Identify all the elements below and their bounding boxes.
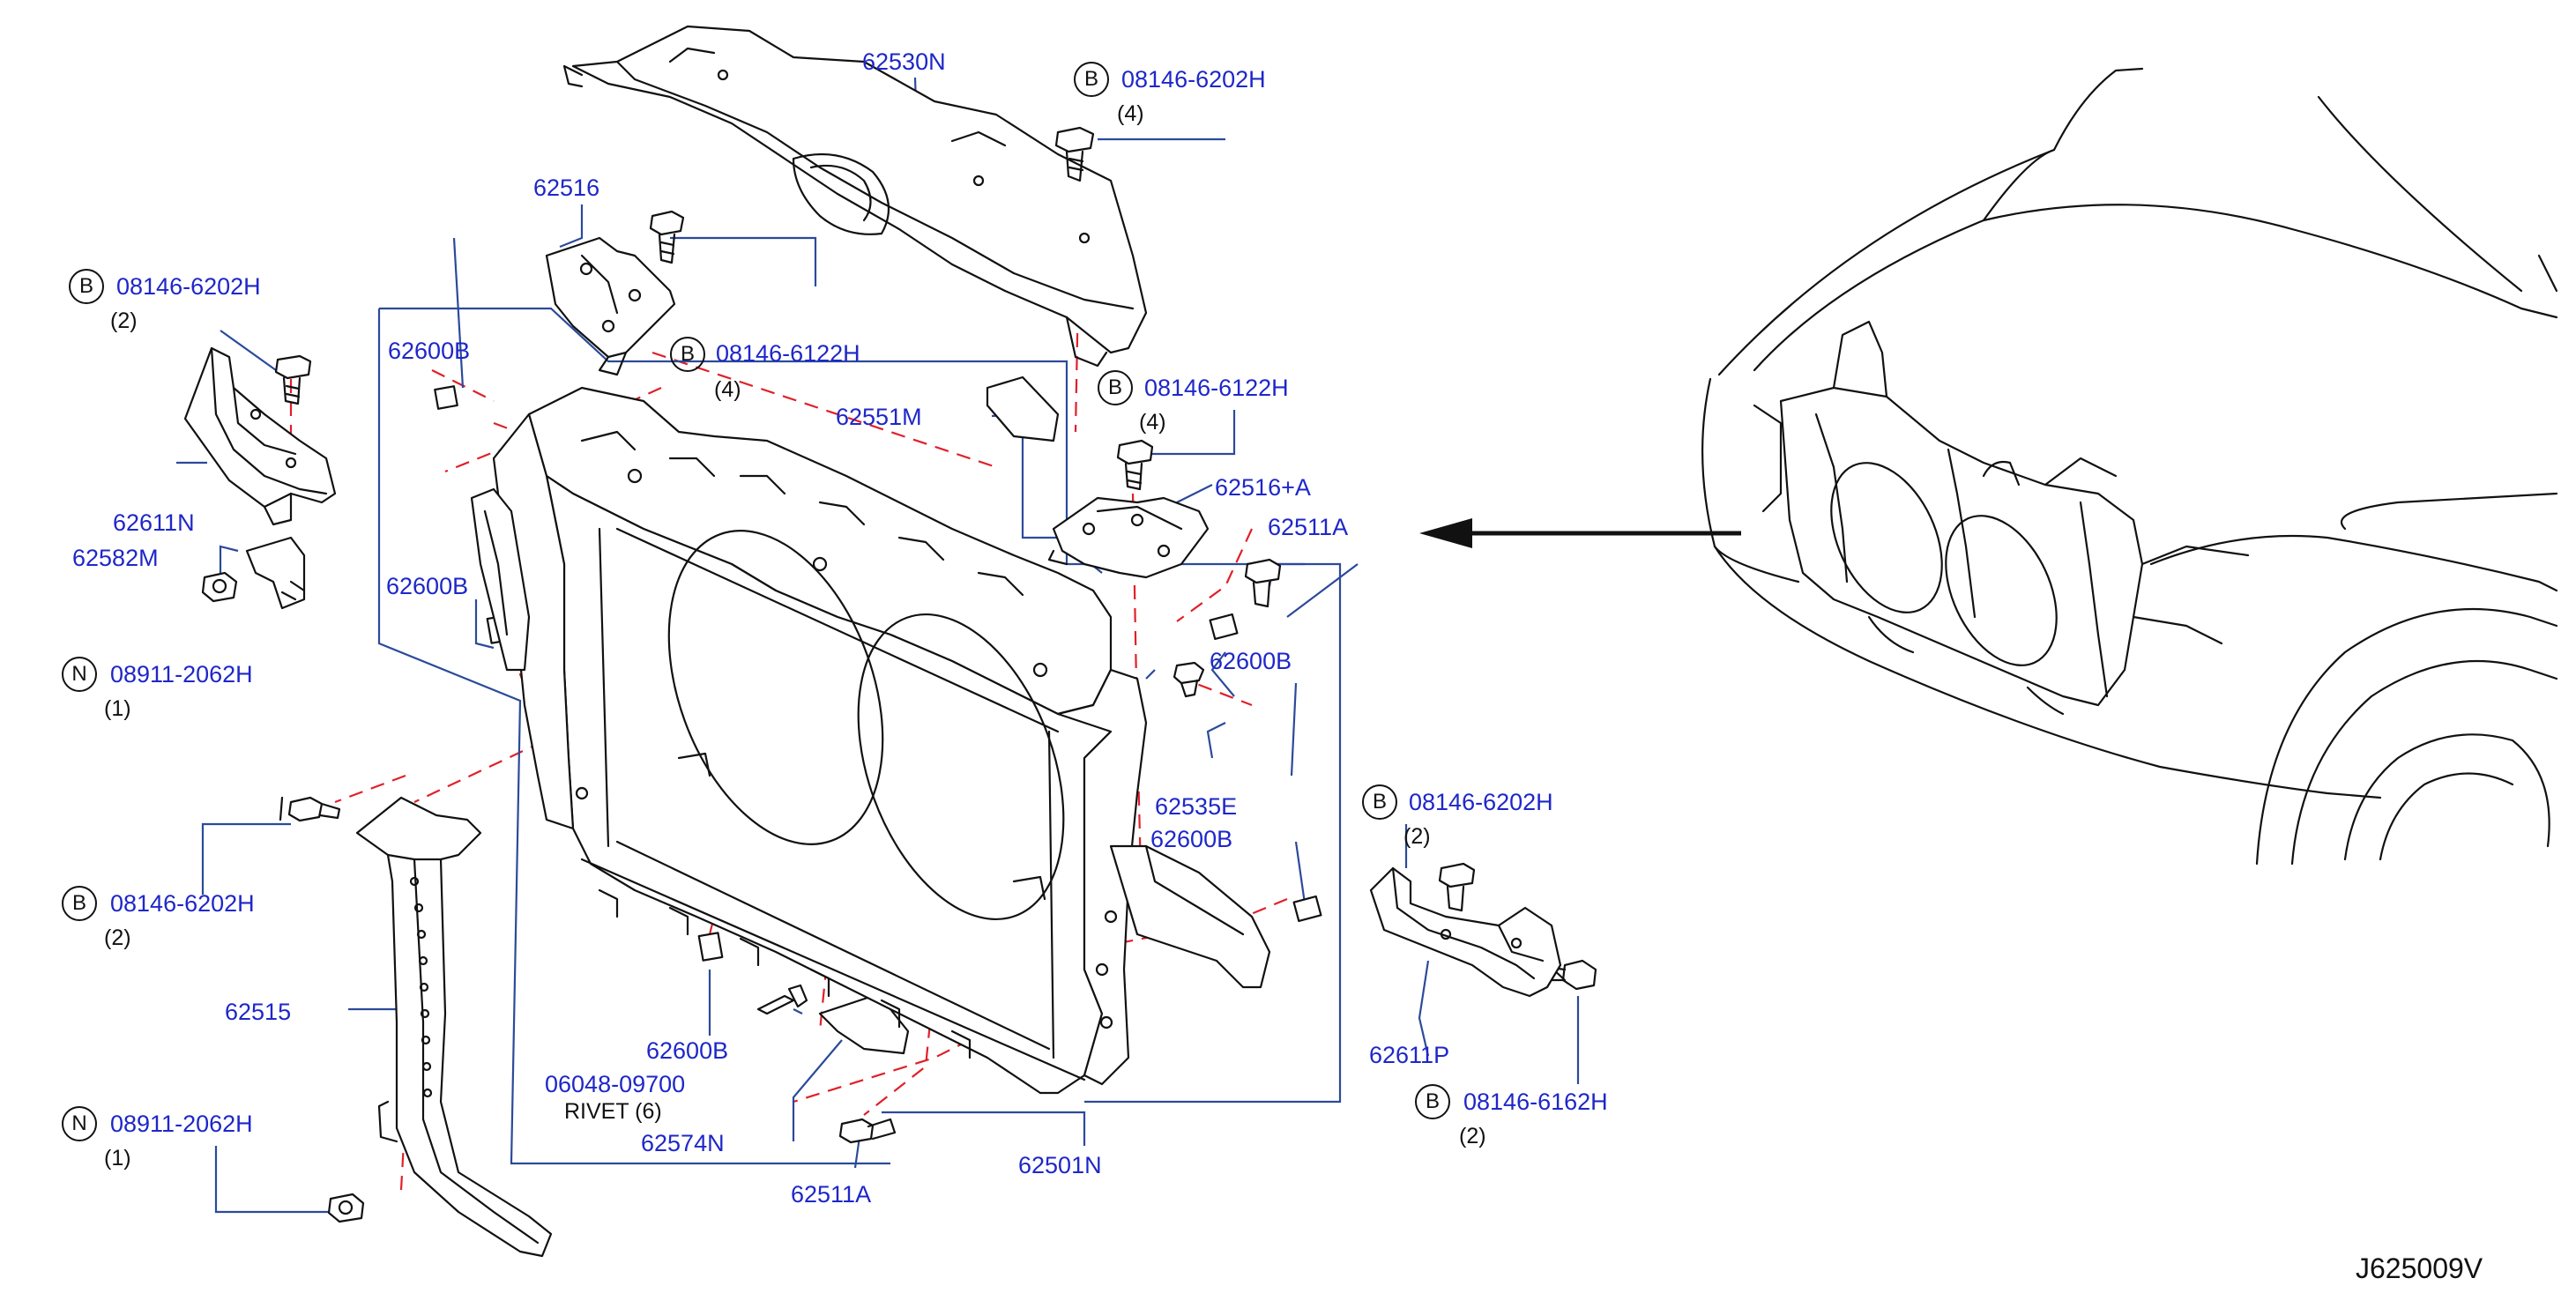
part-label: 62611P xyxy=(1369,1042,1450,1068)
part-label: 62600B xyxy=(646,1037,729,1064)
fastener-badge: B xyxy=(1098,370,1133,405)
upper-cover-62530n xyxy=(562,25,1148,368)
bracket-62611p xyxy=(1369,866,1562,998)
fastener-part: 08911-2062H xyxy=(110,661,253,687)
fastener-badge: B xyxy=(62,886,97,921)
fastener-qty: (2) xyxy=(1459,1124,1486,1148)
fastener-badge: B xyxy=(1074,62,1109,97)
fastener-badge: B xyxy=(670,337,705,372)
rivet-note: RIVET (6) xyxy=(564,1099,662,1124)
fastener-badge: B xyxy=(1415,1084,1450,1119)
fastener-qty: (1) xyxy=(104,1146,131,1171)
bracket-62516 xyxy=(545,236,676,376)
part-label: 62516 xyxy=(533,175,600,201)
fastener-part: 08146-6202H xyxy=(1121,66,1266,93)
part-label: 62516+A xyxy=(1215,474,1311,501)
part-label: 62511A xyxy=(791,1181,872,1208)
fastener-qty: (4) xyxy=(1117,101,1144,126)
fastener-qty: (2) xyxy=(1403,824,1431,849)
part-label: 62535E xyxy=(1155,793,1238,820)
fastener-part: 08146-6122H xyxy=(1144,375,1289,401)
bolt-icons xyxy=(274,126,1597,1144)
part-label: 06048-09700 xyxy=(545,1071,686,1097)
fastener-badge: B xyxy=(69,269,104,304)
part-label: 62582M xyxy=(72,545,159,571)
fastener-qty: (2) xyxy=(104,925,131,950)
fastener-badge: N xyxy=(62,1106,97,1141)
part-label: 62600B xyxy=(386,573,469,599)
fastener-part: 08146-6202H xyxy=(1409,789,1553,815)
part-label: 62611N xyxy=(113,509,195,536)
part-label: 62574N xyxy=(641,1130,725,1156)
fastener-part: 08146-6202H xyxy=(116,273,261,300)
fastener-badge: B xyxy=(1362,784,1397,820)
fastener-part: 08146-6122H xyxy=(716,340,860,367)
fastener-qty: (2) xyxy=(110,308,138,333)
part-label: 62530N xyxy=(862,48,946,75)
fastener-qty: (4) xyxy=(714,377,741,402)
part-label: 62515 xyxy=(225,999,292,1025)
fastener-qty: (1) xyxy=(104,696,131,721)
part-label: 62600B xyxy=(1150,826,1233,852)
side-member-62515 xyxy=(355,796,553,1258)
bracket-62611n xyxy=(183,346,337,526)
part-label: 62551M xyxy=(836,404,922,430)
fastener-part: 08911-2062H xyxy=(110,1111,253,1137)
fastener-part: 08146-6162H xyxy=(1463,1089,1608,1115)
fastener-qty: (4) xyxy=(1139,410,1166,435)
part-label: 62600B xyxy=(1210,648,1292,674)
part-label: 62501N xyxy=(1018,1152,1102,1178)
fastener-badge: N xyxy=(62,657,97,692)
radiator-core-support-62501n xyxy=(470,386,1271,1095)
diagram-code: J625009V xyxy=(2356,1252,2483,1284)
part-label: 62600B xyxy=(388,338,471,364)
pointer-arrow xyxy=(1419,518,1741,548)
fastener-part: 08146-6202H xyxy=(110,890,255,917)
part-label: 62511A xyxy=(1268,514,1349,540)
bracket-62516a xyxy=(1047,496,1210,579)
vehicle-front-view xyxy=(1701,67,2558,866)
